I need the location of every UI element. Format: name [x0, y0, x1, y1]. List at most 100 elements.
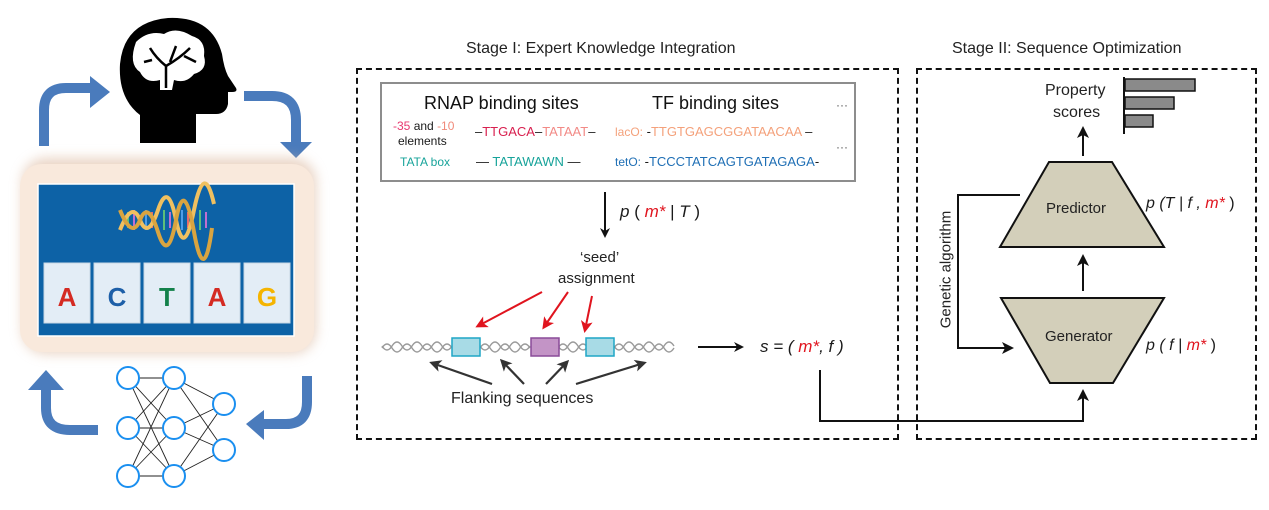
- human-head-brain-icon: [119, 17, 237, 143]
- cycle-arrowhead-top-right-icon: [280, 142, 312, 158]
- generator-block: [999, 297, 1166, 384]
- nucleotide-tile: [43, 262, 91, 324]
- cycle-arrow-top-left-icon: [39, 83, 92, 146]
- stage1-box: [356, 68, 899, 440]
- cycle-arrowhead-top-left-icon: [90, 76, 110, 108]
- tf-ellipsis-bottom: ···: [836, 140, 848, 154]
- stage2-title: Stage II: Sequence Optimization: [952, 40, 1182, 57]
- flanking-label: Flanking sequences: [451, 390, 594, 407]
- tf-heading: TF binding sites: [652, 93, 780, 113]
- laco-row: lacO: -TTGTGAGCGGATAACAA –: [615, 124, 812, 139]
- nucleotide-letter: G: [257, 282, 277, 312]
- binding-sites-box: [380, 82, 856, 182]
- nucleotide-tiles: A C T A G: [43, 262, 291, 324]
- m-star-symbol: m*: [1205, 195, 1225, 212]
- paren: ): [694, 202, 701, 221]
- m-star-symbol: m*: [1186, 337, 1207, 354]
- teto-seq: TCCCTATCAGTGATAGAGA: [648, 154, 815, 169]
- cycle-arrowhead-bottom-right-icon: [246, 410, 264, 440]
- paren: ): [1229, 195, 1235, 212]
- genetic-algorithm-label: Genetic algorithm: [937, 210, 955, 329]
- tata-box-label: TATA box: [400, 155, 451, 169]
- motif-box-cyan: [585, 337, 615, 357]
- stage1-graphics: [381, 192, 744, 386]
- nucleotide-letter: T: [159, 282, 175, 312]
- flanking-arrow: [499, 358, 525, 385]
- generator-probability: p ( f | m* ): [1146, 337, 1216, 355]
- stage2-box: [916, 68, 1257, 440]
- motif-box-purple: [530, 337, 560, 357]
- stage1-title: Stage I: Expert Knowledge Integration: [466, 40, 736, 57]
- s-equation: s = ( m*, f ): [760, 337, 844, 357]
- rnap-sequence-2: — TATAWAWN —: [476, 154, 581, 169]
- rnap-sequence-1: –TTGACA–TATAAT–: [475, 124, 595, 139]
- property-score-bars: [1124, 78, 1196, 128]
- minus10-label: -10: [437, 119, 455, 133]
- p-f-given: p ( f |: [1146, 337, 1183, 354]
- tataat-seq: TATAAT: [542, 124, 589, 139]
- seed-arrow: [475, 291, 543, 328]
- paren: (: [634, 202, 640, 221]
- dash: –: [588, 124, 596, 139]
- cycle-arrow-top-right-icon: [244, 91, 301, 142]
- predictor-label: Predictor: [1046, 200, 1107, 217]
- predictor-probability: p (T | f , m* ): [1146, 195, 1235, 213]
- prob-m-given-t: p ( m* | T ): [620, 202, 700, 222]
- assignment-label: assignment: [558, 270, 635, 287]
- property-label-1: Property: [1045, 82, 1106, 99]
- nucleotide-tile: [93, 262, 141, 324]
- nucleotide-letter: C: [108, 282, 127, 312]
- and-label: and: [413, 119, 434, 133]
- f-symbol: , f ): [819, 337, 844, 356]
- nucleotide-tile: [243, 262, 291, 324]
- p-symbol: p: [620, 202, 630, 221]
- left-panel: A C T A G: [0, 0, 340, 505]
- paren: ): [1210, 337, 1216, 354]
- s-symbol: s = (: [760, 337, 794, 356]
- promoter-elements-label: -35 and -10: [393, 119, 454, 133]
- teto-row: tetO: -TCCCTATCAGTGATAGAGA-: [615, 154, 819, 169]
- dash: —: [567, 154, 581, 169]
- minus35-label: -35: [393, 119, 411, 133]
- laco-label: lacO:: [615, 125, 644, 139]
- m-star-symbol: m*: [644, 202, 666, 221]
- flanking-arrow: [545, 359, 570, 385]
- dna-strand: [381, 341, 675, 353]
- tata-seq: TATAWAWN: [492, 154, 564, 169]
- cycle-arrowhead-bottom-left-icon: [28, 370, 64, 390]
- dash: –: [534, 124, 543, 139]
- flanking-arrow: [429, 360, 493, 386]
- seed-arrow: [580, 295, 593, 333]
- dash: —: [476, 154, 489, 169]
- tf-ellipsis-top: ···: [836, 98, 848, 112]
- seed-label: ‘seed’: [580, 249, 620, 266]
- dash: –: [801, 124, 813, 139]
- bar-symbol: |: [670, 202, 675, 221]
- motif-box-cyan: [451, 337, 481, 357]
- elements-label: elements: [398, 134, 447, 148]
- dna-double-helix-icon: [118, 181, 216, 261]
- property-score-bar: [1124, 78, 1196, 92]
- dash: -: [643, 124, 651, 139]
- property-label-2: scores: [1053, 104, 1101, 121]
- ttgaca-seq: TTGACA: [482, 124, 535, 139]
- dash: –: [475, 124, 483, 139]
- teto-label: tetO:: [615, 155, 642, 169]
- dash: -: [641, 154, 649, 169]
- nucleotide-letter: A: [208, 282, 227, 312]
- property-score-bar: [1124, 96, 1175, 110]
- cycle-arrow-bottom-right-icon: [264, 376, 312, 429]
- nucleotide-tile: [193, 262, 241, 324]
- flanking-arrow: [575, 359, 647, 386]
- generator-label: Generator: [1045, 328, 1113, 345]
- predictor-block: [998, 161, 1166, 248]
- t-symbol: T: [679, 202, 690, 221]
- dash: -: [814, 154, 820, 169]
- p-t-given-f: p (T | f ,: [1146, 195, 1201, 212]
- left-panel-graphics: A C T A G: [20, 17, 316, 488]
- seed-arrow: [542, 291, 569, 330]
- nucleotide-letter: A: [58, 282, 77, 312]
- cycle-arrow-bottom-left-icon: [41, 388, 98, 435]
- rnap-heading: RNAP binding sites: [424, 93, 579, 113]
